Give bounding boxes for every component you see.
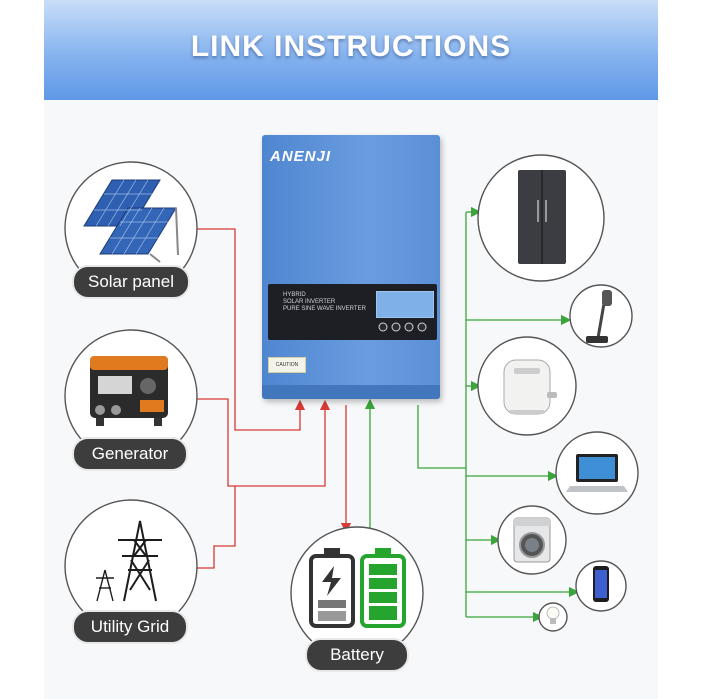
caution-text: CAUTION — [275, 362, 299, 368]
washing-machine-icon — [513, 517, 551, 563]
refrigerator-icon — [518, 170, 566, 264]
inverter-model-text: HYBRID SOLAR INVERTER PURE SINE WAVE INV… — [283, 292, 366, 313]
grid-input-line — [194, 486, 236, 569]
generator-input-line — [196, 398, 331, 487]
title-banner: LINK INSTRUCTIONS — [44, 0, 658, 100]
light-bulb-icon — [546, 606, 560, 624]
transmission-tower-icon — [96, 520, 162, 602]
inverter-button-icon — [404, 322, 414, 332]
inverter-caution-sticker: CAUTION — [268, 357, 306, 373]
banner-title: LINK INSTRUCTIONS — [190, 30, 512, 63]
inverter-bottom-edge — [262, 385, 440, 399]
inverter-model-line-3: PURE SINE WAVE INVERTER — [283, 306, 366, 312]
inverter-button-icon — [378, 322, 388, 332]
output-trunk-line — [417, 405, 466, 469]
generator-icon — [90, 356, 168, 426]
battery-label: Battery — [305, 638, 409, 672]
air-fryer-icon — [503, 359, 557, 415]
solar-inverter — [262, 135, 440, 399]
solar-panel-icon — [83, 179, 179, 263]
inverter-brand-logo: ANENJI — [270, 148, 332, 165]
cordless-vacuum-icon — [586, 290, 612, 343]
generator-label: Generator — [72, 437, 188, 471]
inverter-model-line-2: SOLAR INVERTER — [283, 299, 336, 305]
battery-icon — [309, 548, 406, 628]
laptop-icon — [566, 454, 628, 492]
inverter-button-icon — [391, 322, 401, 332]
solar-panel-label: Solar panel — [72, 265, 190, 299]
utility-grid-label: Utility Grid — [72, 610, 188, 644]
inverter-model-line-1: HYBRID — [283, 292, 306, 298]
solar-input-line — [196, 228, 306, 431]
smartphone-icon — [593, 566, 609, 602]
inverter-lcd-screen — [376, 291, 434, 318]
inverter-button-icon — [417, 322, 427, 332]
